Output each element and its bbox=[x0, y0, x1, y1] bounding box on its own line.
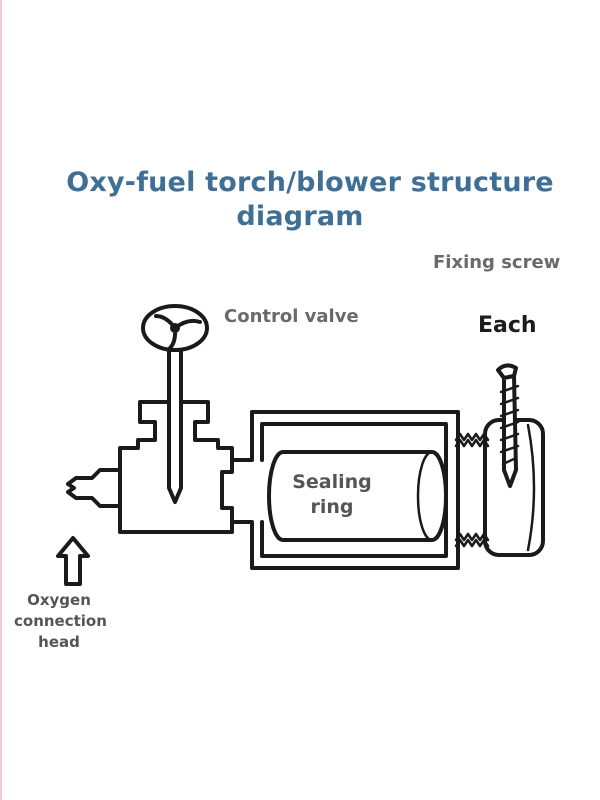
diagram-title-line-1: Oxy-fuel torch/blower structure bbox=[66, 167, 554, 198]
diagram-title-line-2: diagram bbox=[236, 201, 364, 232]
thread-top bbox=[454, 432, 490, 448]
label-fixing-screw: Fixing screw bbox=[433, 252, 561, 273]
arrow-up-icon bbox=[56, 536, 90, 586]
label-control-valve: Control valve bbox=[224, 306, 359, 327]
label-oxygen-connection-head: Oxygen connection head bbox=[14, 590, 107, 653]
valve-stem bbox=[167, 340, 183, 504]
oxygen-nozzle bbox=[66, 468, 122, 508]
handwheel-icon bbox=[141, 304, 209, 352]
label-sealing-ring: Sealing ring bbox=[272, 470, 392, 520]
screw-icon bbox=[496, 363, 520, 488]
page-edge bbox=[0, 0, 2, 800]
label-sealing-ring-line-2: ring bbox=[310, 496, 354, 518]
label-oxygen-line-2: connection bbox=[14, 612, 107, 630]
sealing-ring-cylinder bbox=[267, 450, 448, 542]
label-oxygen-line-1: Oxygen bbox=[27, 591, 91, 609]
label-oxygen-line-3: head bbox=[38, 633, 80, 651]
label-sealing-ring-line-1: Sealing bbox=[292, 471, 372, 493]
label-each: Each bbox=[478, 313, 537, 338]
thread-bottom bbox=[454, 532, 490, 548]
